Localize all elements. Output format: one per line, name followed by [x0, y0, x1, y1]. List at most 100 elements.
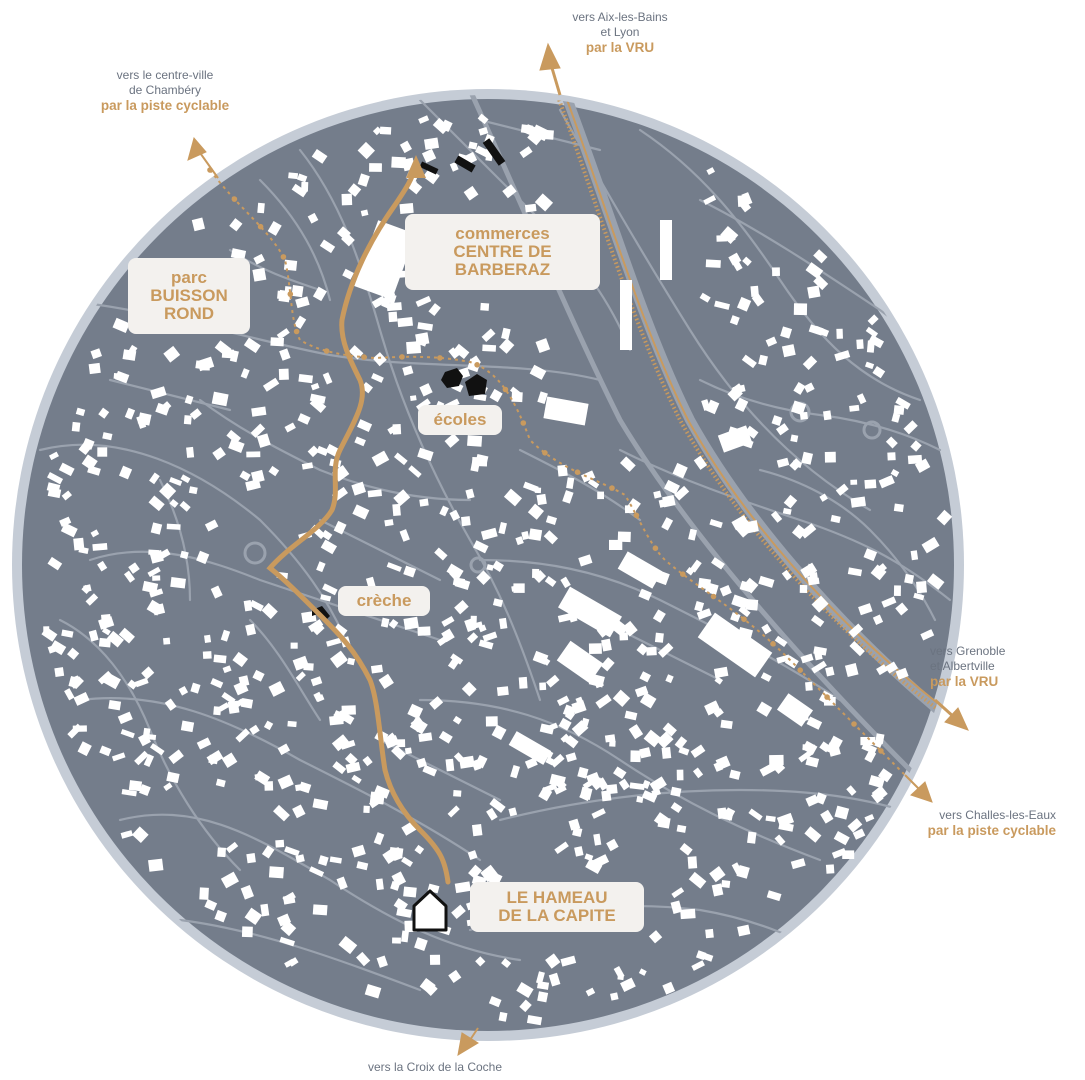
building: [429, 954, 441, 965]
building: [218, 702, 230, 712]
destination-mode: par la VRU: [585, 40, 655, 55]
building: [810, 614, 825, 628]
building: [399, 140, 413, 154]
label-line: LE HAMEAU: [506, 888, 608, 908]
building: [721, 880, 731, 888]
building: [676, 769, 684, 781]
destination-line: vers Challes-les-Eaux: [939, 808, 1056, 822]
building: [868, 775, 885, 789]
building: [624, 710, 638, 721]
building: [71, 421, 81, 432]
building: [392, 423, 402, 435]
building: [612, 689, 631, 707]
building: [895, 396, 911, 410]
building: [676, 824, 687, 833]
building: [460, 516, 471, 527]
building: [709, 519, 723, 529]
building: [670, 786, 682, 797]
building: [546, 674, 560, 688]
building: [678, 746, 690, 756]
building: [417, 626, 431, 636]
building: [765, 815, 776, 822]
building: [654, 632, 664, 643]
building: [190, 682, 201, 694]
building: [830, 514, 841, 524]
building: [665, 674, 674, 684]
building: [263, 720, 274, 731]
building: [149, 743, 165, 756]
building: [241, 926, 253, 938]
building: [307, 445, 320, 458]
building: [591, 808, 606, 819]
building: [449, 509, 461, 522]
building: [320, 539, 338, 555]
building: [102, 672, 121, 690]
building: [390, 846, 403, 862]
building: [422, 764, 438, 777]
building: [617, 531, 631, 543]
building: [489, 798, 506, 813]
building: [657, 642, 674, 658]
building: [270, 337, 285, 347]
building: [543, 530, 559, 545]
building: [657, 816, 671, 829]
building: [842, 850, 855, 859]
building: [706, 167, 716, 176]
destination-line: vers la Croix de la Coche: [367, 1060, 503, 1074]
building: [428, 303, 441, 317]
building: [499, 617, 508, 630]
building: [510, 764, 521, 779]
building: [73, 537, 85, 551]
building: [402, 365, 414, 376]
building: [150, 522, 163, 535]
building: [714, 300, 730, 310]
building: [790, 434, 799, 443]
building: [257, 202, 265, 214]
building: [793, 303, 808, 316]
building: [866, 340, 875, 353]
building: [804, 563, 815, 576]
building: [164, 698, 177, 711]
destination-mode: par la VRU: [930, 674, 999, 689]
building: [232, 651, 249, 668]
building: [371, 450, 390, 467]
building: [59, 516, 72, 527]
building: [875, 733, 885, 745]
building: [453, 790, 462, 797]
building: [397, 317, 414, 328]
building: [341, 232, 355, 247]
building: [434, 547, 448, 561]
building: [438, 730, 453, 744]
building: [742, 256, 752, 267]
building: [805, 262, 824, 279]
building: [295, 854, 305, 863]
building: [47, 472, 64, 485]
building: [560, 955, 577, 967]
building: [311, 149, 328, 164]
building: [557, 464, 568, 477]
building: [568, 818, 581, 831]
building: [781, 569, 792, 581]
building: [651, 788, 661, 797]
building: [856, 393, 867, 405]
building: [782, 507, 792, 515]
direction-arrows: [187, 42, 969, 1056]
building: [613, 766, 627, 780]
building: [419, 498, 429, 507]
building: [163, 782, 173, 791]
building: [301, 181, 309, 192]
building: [401, 930, 409, 943]
destination-line: de Chambéry: [128, 83, 202, 97]
cycle-path-dot: [502, 386, 509, 393]
building: [847, 567, 863, 577]
building: [295, 671, 306, 682]
building: [738, 605, 751, 618]
building: [322, 372, 333, 385]
building: [476, 570, 491, 585]
building: [771, 415, 783, 427]
building: [322, 583, 338, 596]
building: [47, 643, 60, 654]
building: [697, 577, 712, 590]
building: [363, 805, 370, 814]
